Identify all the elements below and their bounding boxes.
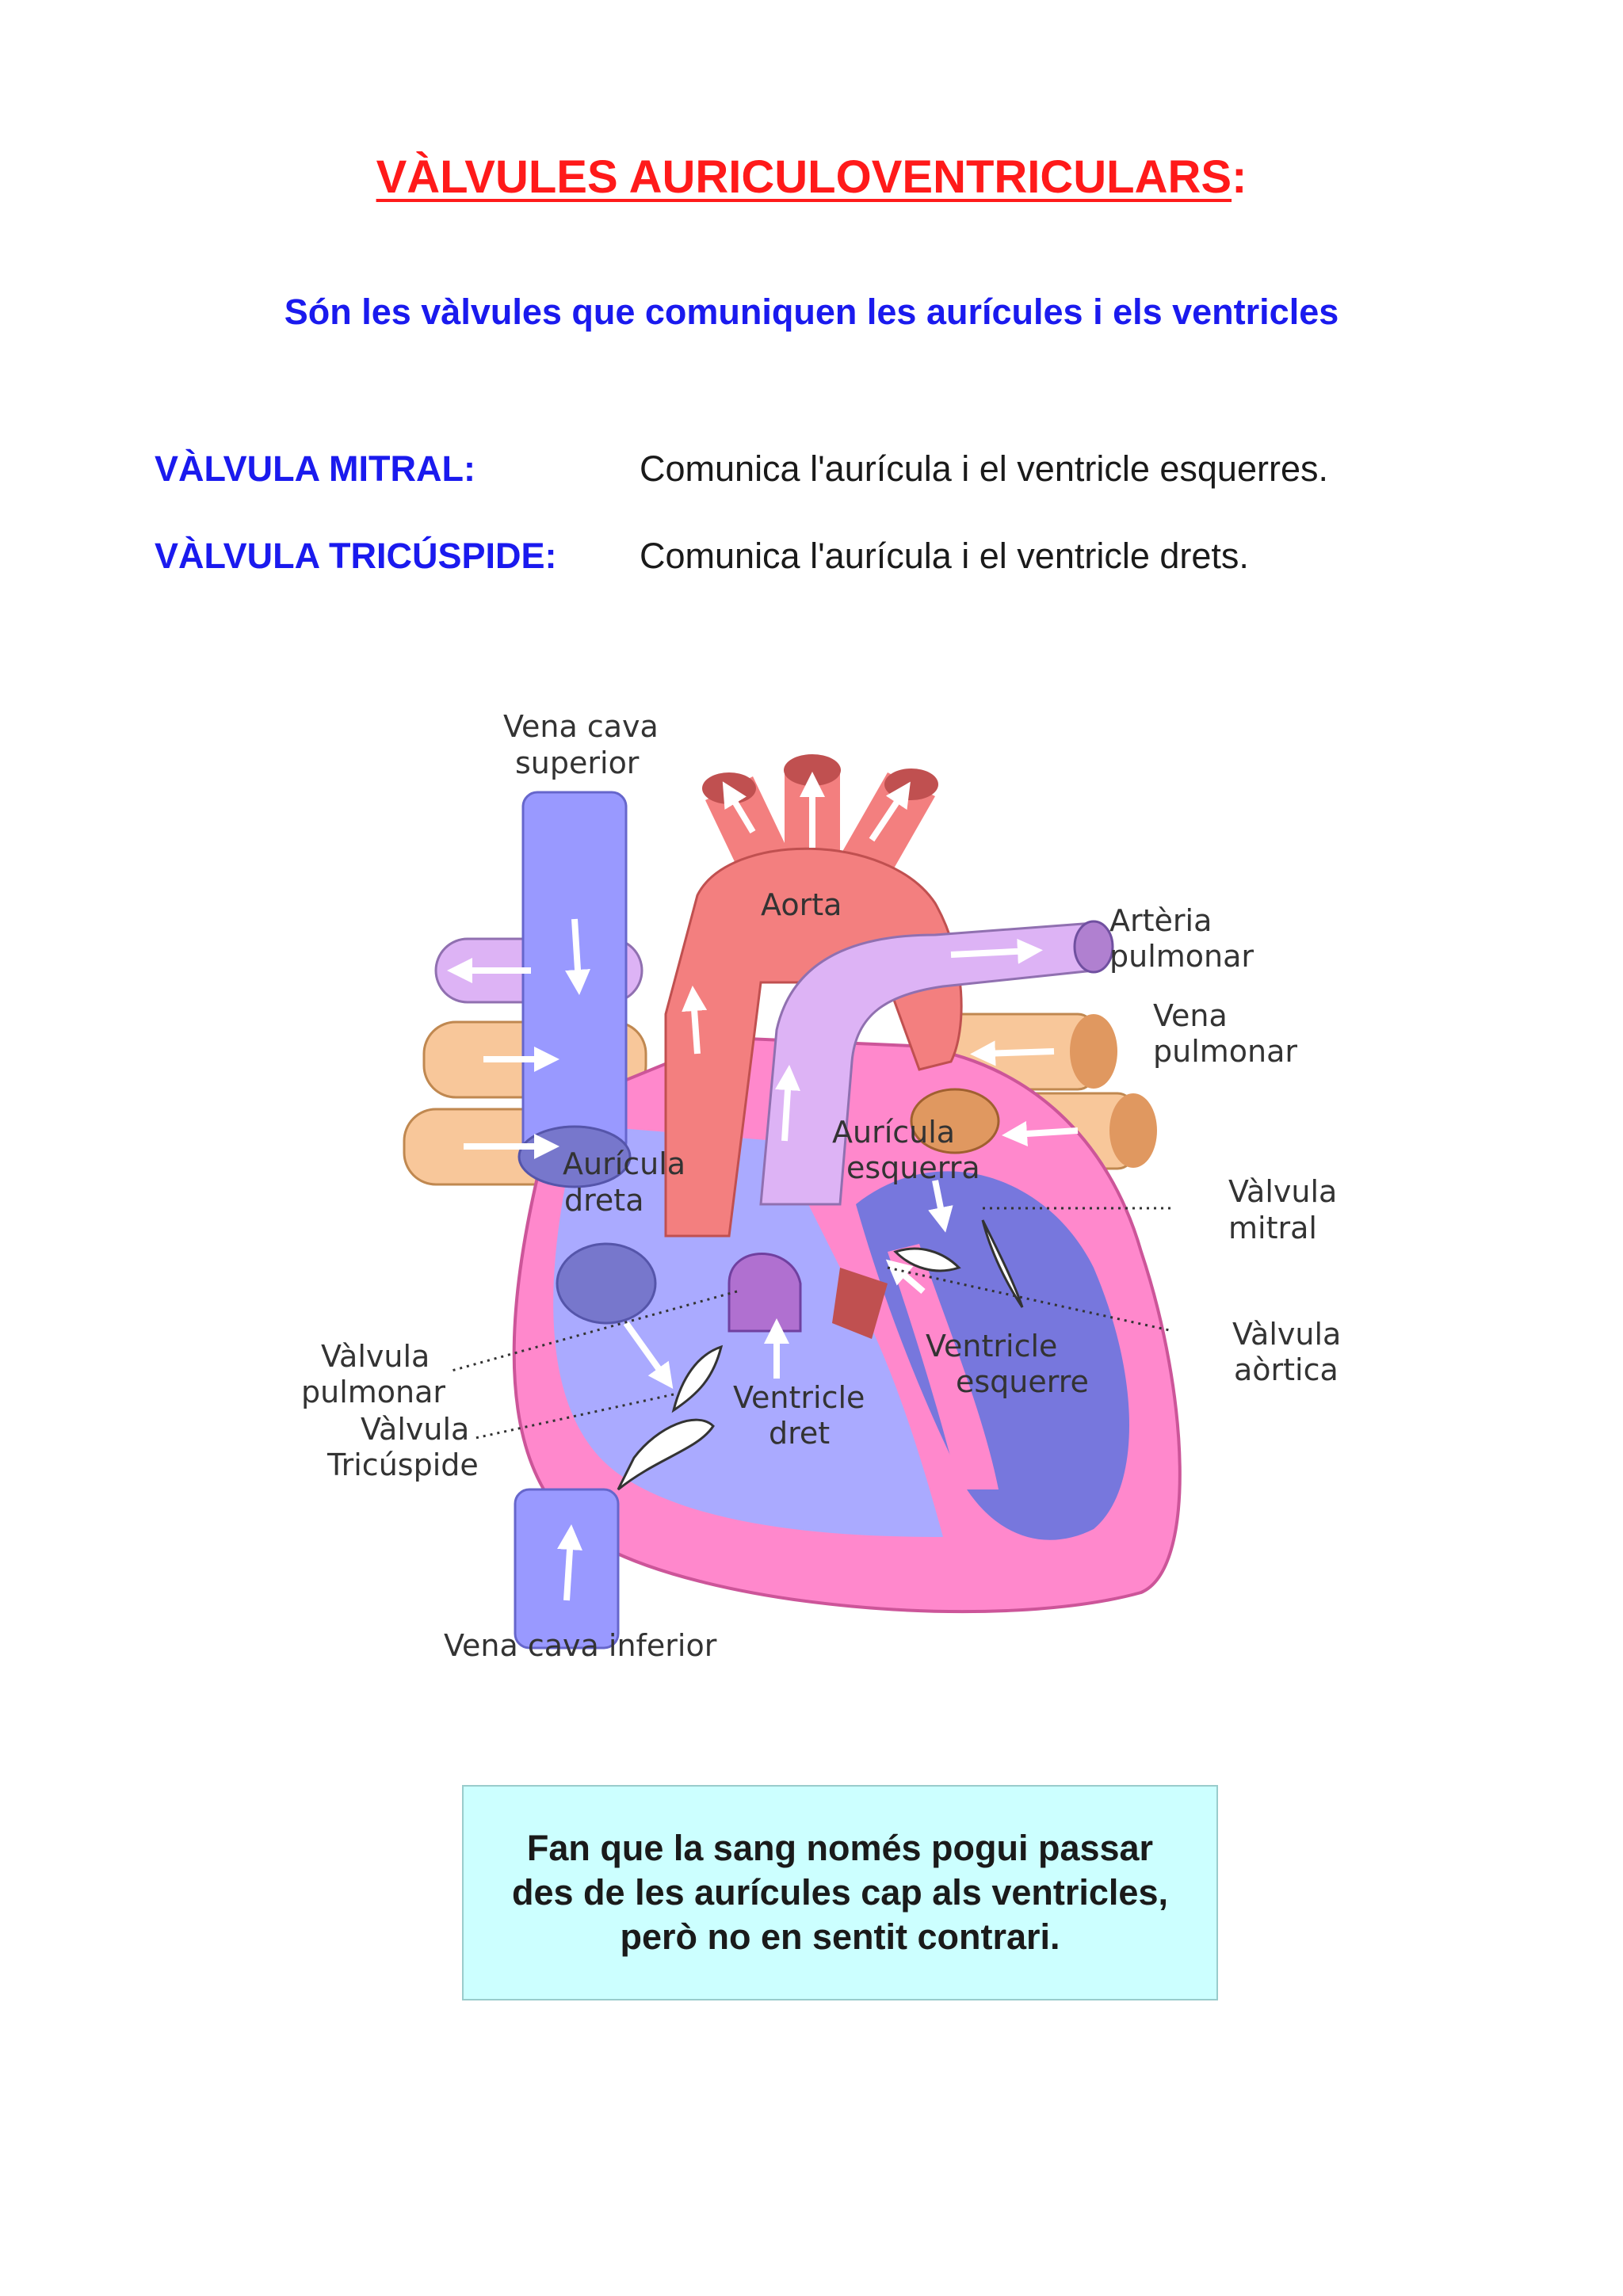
valves <box>617 1219 1024 1491</box>
label-auricula-esquerra: Aurícula <box>832 1115 955 1150</box>
pointer-lines <box>451 1207 1174 1440</box>
label-valvula-pulmonar-2: pulmonar <box>301 1375 445 1409</box>
label-valvula-mitral: Vàlvula <box>1228 1174 1337 1209</box>
definition-label: VÀLVULA TRICÚSPIDE: <box>155 536 557 576</box>
label-ventricle-esquerre: Ventricle <box>926 1329 1057 1363</box>
flow-arrows <box>447 772 1079 1601</box>
title-colon: : <box>1232 151 1247 203</box>
label-valvula-mitral-2: mitral <box>1228 1211 1317 1245</box>
title-text: VÀLVULES AURICULOVENTRICULARS <box>376 151 1232 203</box>
label-ventricle-esquerre-2: esquerre <box>956 1364 1089 1399</box>
label-valvula-tricuspide-2: Tricúspide <box>327 1447 479 1482</box>
label-valvula-aortica-2: aòrtica <box>1234 1352 1338 1387</box>
label-vena-pulmonar-2: pulmonar <box>1153 1034 1297 1069</box>
label-vena-cava-superior: Vena cava <box>503 709 659 744</box>
heart-diagram: Vena cava superior Aorta Artèria pulmona… <box>301 709 1341 1663</box>
definition-label: VÀLVULA MITRAL: <box>155 448 475 489</box>
label-auricula-dreta-2: dreta <box>564 1183 643 1218</box>
definition-text: Comunica l'aurícula i el ventricle esque… <box>640 448 1328 489</box>
label-aorta: Aorta <box>761 887 842 922</box>
label-auricula-esquerra-2: esquerra <box>846 1150 980 1185</box>
pulmonary-artery <box>759 921 1095 1206</box>
label-vena-pulmonar: Vena <box>1153 998 1228 1033</box>
label-valvula-aortica: Vàlvula <box>1232 1317 1341 1352</box>
note-text: Fan que la sang només pogui passar des d… <box>512 1828 1168 1957</box>
label-vena-cava-inferior: Vena cava inferior <box>444 1628 717 1663</box>
label-arteria-pulmonar-2: pulmonar <box>1109 939 1254 974</box>
page-title: VÀLVULES AURICULOVENTRICULARS: <box>0 151 1623 204</box>
label-auricula-dreta: Aurícula <box>563 1146 685 1181</box>
label-ventricle-dret-2: dret <box>769 1416 830 1451</box>
definition-text: Comunica l'aurícula i el ventricle drets… <box>640 536 1249 576</box>
label-ventricle-dret: Ventricle <box>733 1380 865 1415</box>
label-vena-cava-superior-2: superior <box>515 746 640 780</box>
label-valvula-tricuspide: Vàlvula <box>361 1412 469 1447</box>
septum <box>888 1244 999 1489</box>
note-box: Fan que la sang només pogui passar des d… <box>462 1785 1218 2000</box>
vena-cava-superior <box>521 791 628 1158</box>
label-arteria-pulmonar: Artèria <box>1109 903 1212 938</box>
label-valvula-pulmonar: Vàlvula <box>321 1339 430 1374</box>
page-subtitle: Són les vàlvules que comuniquen les aurí… <box>284 292 1339 332</box>
